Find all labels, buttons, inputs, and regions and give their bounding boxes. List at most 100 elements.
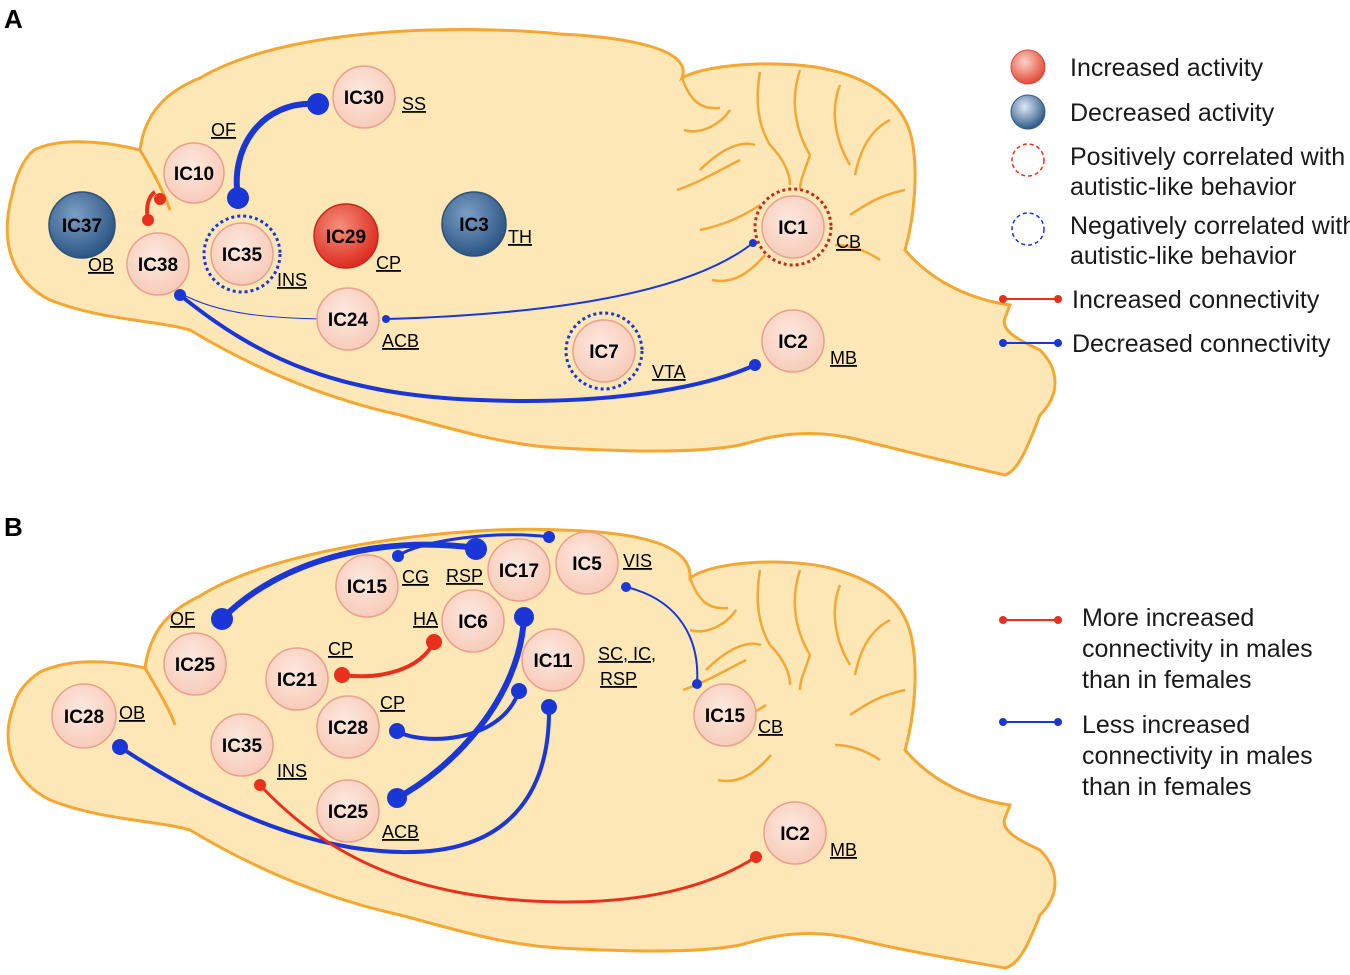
region-ins: INS <box>277 270 307 290</box>
node-label-ic10: IC10 <box>174 164 214 185</box>
legend-negative-1: Negatively correlated with <box>1070 212 1350 240</box>
connection-ic28-ic11-long <box>118 706 552 855</box>
connections-b <box>112 531 762 904</box>
region-sc-2: RSP <box>600 669 637 689</box>
node-ic38 <box>126 232 190 296</box>
region-ss: SS <box>402 94 426 114</box>
legend-a: Increased activity Decreased activity Po… <box>999 49 1350 358</box>
region-cb: CB <box>836 232 861 252</box>
node-label-ic17: IC17 <box>499 561 539 582</box>
connection-end-dot <box>307 93 329 115</box>
node-ic15b <box>693 683 757 747</box>
region-ob: OB <box>88 255 114 275</box>
connection-end-dot <box>749 239 757 247</box>
legend-b: More increased connectivity in males tha… <box>999 604 1313 801</box>
connection-end-dot <box>154 193 166 205</box>
connection-end-dot <box>621 582 631 592</box>
connection-end-dot <box>174 289 186 301</box>
region-cb-b: CB <box>758 717 783 737</box>
node-ic2 <box>761 309 825 373</box>
node-ic25b <box>316 779 380 843</box>
connection-ic15-ic5 <box>397 533 550 558</box>
region-acb-b: ACB <box>382 822 419 842</box>
node-label-ic11: IC11 <box>533 651 573 672</box>
connection-end-dot <box>254 779 266 791</box>
node-label-ic15b: IC15 <box>705 706 746 727</box>
node-ic10 <box>163 142 225 204</box>
connection-end-dot <box>692 679 702 689</box>
region-sc-1: SC, IC, <box>598 644 656 664</box>
node-ic30 <box>332 65 396 129</box>
node-ic11 <box>521 628 585 692</box>
node-label-ic15a: IC15 <box>347 577 388 598</box>
node-label-ic21: IC21 <box>277 670 318 691</box>
connection-ic35-ic2 <box>258 783 757 904</box>
connection-end-dot <box>426 634 442 650</box>
legend-positive-ring-icon <box>1011 143 1045 177</box>
node-label-ic29: IC29 <box>326 227 366 248</box>
node-label-ic2: IC2 <box>778 332 808 353</box>
region-mb: MB <box>830 348 857 368</box>
region-th: TH <box>508 227 532 247</box>
region-rsp: RSP <box>446 566 483 586</box>
legend-less-3: than in females <box>1082 773 1252 801</box>
region-ob-b: OB <box>119 703 145 723</box>
connection-ic35-ic30 <box>233 100 319 198</box>
node-label-ic30: IC30 <box>344 88 384 109</box>
node-ic35 <box>210 713 274 777</box>
connection-end-dot <box>541 699 557 715</box>
nodes-b: IC15 IC17 IC5 IC6 IC25 IC21 IC11 IC28 IC… <box>51 531 827 865</box>
legend-negative-ring-icon <box>1011 212 1045 246</box>
connections-a <box>142 93 761 403</box>
panel-label-b: B <box>4 512 23 542</box>
legend-positive-1: Positively correlated with <box>1070 143 1345 171</box>
legend-decreased-activity-icon <box>1010 94 1046 130</box>
panel-label-a: A <box>4 4 23 34</box>
region-mb-b: MB <box>830 840 857 860</box>
connection-end-dot <box>334 667 350 683</box>
node-ic28b <box>316 695 380 759</box>
legend-increased-activity: Increased activity <box>1070 54 1264 82</box>
region-vta: VTA <box>652 362 686 382</box>
node-ic5 <box>555 531 619 595</box>
connection-end-dot <box>227 187 249 209</box>
connection-end-dot <box>465 538 487 560</box>
region-of-b: OF <box>170 609 195 629</box>
legend-more-1: More increased <box>1082 604 1254 632</box>
region-labels-b: CG RSP VIS OF HA CP SC, IC, RSP OB CP IN… <box>119 551 857 860</box>
legend-negative-2: autistic-like behavior <box>1070 242 1297 270</box>
node-label-ic6: IC6 <box>458 612 488 633</box>
connection-end-dot <box>511 683 527 699</box>
node-ic1 <box>761 195 825 259</box>
connection-end-dot <box>392 550 404 562</box>
connection-end-dot <box>543 531 555 543</box>
node-ic21 <box>265 647 329 711</box>
region-cp1: CP <box>328 639 353 659</box>
node-ic3 <box>441 191 507 257</box>
legend-decreased-connectivity: Decreased connectivity <box>1072 330 1331 358</box>
node-ic17 <box>487 538 551 602</box>
node-ic6 <box>441 589 505 653</box>
node-label-ic3: IC3 <box>459 215 489 236</box>
node-ic7 <box>572 319 636 383</box>
node-label-ic28b: IC28 <box>328 718 368 739</box>
connection-ic28-ic11 <box>395 690 521 741</box>
node-label-ic37: IC37 <box>62 216 102 237</box>
connection-end-dot <box>211 608 233 630</box>
node-ic35 <box>210 222 274 286</box>
connection-end-dot <box>750 851 762 863</box>
node-label-ic35: IC35 <box>222 245 263 266</box>
node-label-ic35-b: IC35 <box>222 736 263 757</box>
connection-ic24-ic1 <box>385 242 754 320</box>
connection-end-dot <box>749 359 761 371</box>
positive-correlation-ring-ic1 <box>753 187 833 267</box>
region-vis: VIS <box>623 551 652 571</box>
region-ins-b: INS <box>277 761 307 781</box>
region-cp2: CP <box>380 693 405 713</box>
node-ic15a <box>335 554 399 618</box>
connection-ic38-ic2 <box>178 293 756 403</box>
connection-end-dot <box>382 315 390 323</box>
legend-decreased-activity: Decreased activity <box>1070 99 1275 127</box>
connection-ic25-ic17 <box>219 541 477 622</box>
legend-increased-connectivity: Increased connectivity <box>1072 286 1320 314</box>
